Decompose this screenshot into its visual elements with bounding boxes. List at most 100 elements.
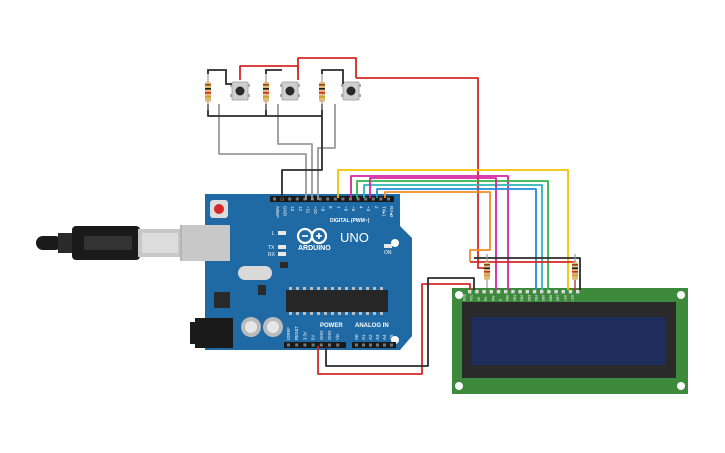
analog-pin-label: A4 <box>382 334 387 340</box>
push-button[interactable] <box>280 81 300 101</box>
digital-pin-label: RX◂0 <box>389 206 394 218</box>
lcd-pin[interactable] <box>475 290 479 294</box>
digital-pin-label: AREF <box>275 206 280 218</box>
power-pin[interactable] <box>336 343 340 347</box>
power-pin[interactable] <box>287 343 290 347</box>
analog-pin[interactable] <box>383 343 386 347</box>
analog-pin-label: A5 <box>389 334 394 340</box>
wire-teal <box>363 184 543 290</box>
digital-pin-label: 4 <box>359 206 364 209</box>
lcd-pin[interactable] <box>576 290 580 294</box>
wire-yellow <box>337 169 569 290</box>
power-pin[interactable] <box>295 343 299 347</box>
analog-pin[interactable] <box>369 343 372 347</box>
lcd-pin[interactable] <box>561 290 565 294</box>
lcd-pin[interactable] <box>468 290 472 294</box>
power-pin[interactable] <box>311 343 315 347</box>
lcd-pin[interactable] <box>504 290 508 294</box>
digital-pin[interactable] <box>364 197 368 201</box>
analog-pin[interactable] <box>362 343 365 347</box>
power-pin-label: 3.3V <box>302 331 307 340</box>
wire-gray-button-1 <box>218 104 307 200</box>
digital-pin-label: ~11 <box>305 206 310 214</box>
crystal-oscillator <box>238 266 272 280</box>
lcd-pin-label: DB1 <box>513 295 517 301</box>
lcd-pin[interactable] <box>496 290 501 294</box>
digital-pin[interactable] <box>326 197 330 201</box>
digital-pin-label: ~5 <box>351 206 356 212</box>
digital-pin[interactable] <box>295 197 299 201</box>
power-pin-label: IOREF <box>286 327 291 340</box>
resistor[interactable] <box>572 254 578 288</box>
led-on-label: ON <box>384 250 392 256</box>
lcd-pin-label: DB2 <box>520 295 524 301</box>
lcd-pin[interactable] <box>554 290 558 294</box>
lcd-pin-label: GND <box>463 293 467 301</box>
digital-header[interactable] <box>270 196 394 202</box>
wire-black-gnd-1 <box>207 104 266 117</box>
power-jack <box>195 318 233 348</box>
lcd-pin[interactable] <box>525 290 529 294</box>
digital-pin[interactable] <box>288 197 292 201</box>
power-pin-label: GND <box>327 331 332 340</box>
lcd-16x2-display[interactable] <box>452 288 688 394</box>
digital-pin[interactable] <box>273 197 276 201</box>
lcd-screen <box>472 317 666 365</box>
push-button[interactable] <box>230 81 250 101</box>
lcd-pin[interactable] <box>547 290 551 294</box>
lcd-pin[interactable] <box>511 290 515 294</box>
digital-pin[interactable] <box>371 197 375 201</box>
digital-pin-label: ~6 <box>343 206 348 212</box>
digital-pin[interactable] <box>303 197 307 201</box>
digital-pin[interactable] <box>387 197 390 201</box>
digital-pin[interactable] <box>349 197 352 201</box>
wire-red-to-lcd <box>356 77 488 269</box>
led-rx-label: RX <box>268 252 276 258</box>
analog-pin[interactable] <box>390 343 393 347</box>
analog-pin[interactable] <box>355 343 358 347</box>
resistor[interactable] <box>319 74 325 110</box>
arduino-uno-board[interactable]: L TX RX ON ARDUINO UNO DIGITAL (PWM~) PO… <box>182 194 412 350</box>
wire-red-5v <box>317 283 471 375</box>
lcd-pin-label: DB4 <box>535 295 539 301</box>
digital-pin[interactable] <box>356 197 360 201</box>
lcd-pin-label: DB3 <box>527 295 531 301</box>
lcd-pin-label: RW <box>491 296 495 301</box>
digital-pin[interactable] <box>333 197 337 201</box>
brand-label: ARDUINO <box>298 245 331 252</box>
resistor[interactable] <box>484 254 490 288</box>
model-label: UNO <box>340 230 369 245</box>
power-header[interactable] <box>284 342 346 348</box>
lcd-resistor-group <box>484 254 578 288</box>
push-button[interactable] <box>341 81 361 101</box>
lcd-pin[interactable] <box>518 290 522 294</box>
lcd-pin[interactable] <box>482 290 486 294</box>
power-pin[interactable] <box>303 343 307 347</box>
wire-black-gnd <box>325 277 475 367</box>
power-pin-label: GND <box>319 331 324 340</box>
led-tx-label: TX <box>268 245 275 251</box>
digital-pin-label: GND <box>283 206 288 217</box>
resistor[interactable] <box>263 74 269 110</box>
analog-header[interactable] <box>352 342 396 348</box>
lcd-pin[interactable] <box>532 290 537 294</box>
digital-pin[interactable] <box>318 197 322 201</box>
wire-red-bus-2 <box>297 57 357 78</box>
resistor[interactable] <box>205 74 211 110</box>
digital-pin-label: ~9 <box>321 206 326 212</box>
wire-gray-button-2 <box>277 104 313 200</box>
lcd-pin[interactable] <box>568 290 573 294</box>
lcd-pin-label: E <box>499 299 503 301</box>
power-header-label: POWER <box>320 323 343 329</box>
lcd-pin[interactable] <box>489 290 493 294</box>
power-pin[interactable] <box>328 343 331 347</box>
digital-pin[interactable] <box>341 197 345 201</box>
lcd-pin-label: DB7 <box>556 295 560 301</box>
power-pin[interactable] <box>319 343 323 347</box>
lcd-pin-label: DB6 <box>549 295 553 301</box>
digital-pin[interactable] <box>379 197 383 201</box>
arduino-infinity-logo-icon <box>296 227 328 245</box>
digital-pin-label: 13 <box>290 206 295 212</box>
analog-pin[interactable] <box>376 343 379 347</box>
lcd-pin[interactable] <box>540 290 544 294</box>
